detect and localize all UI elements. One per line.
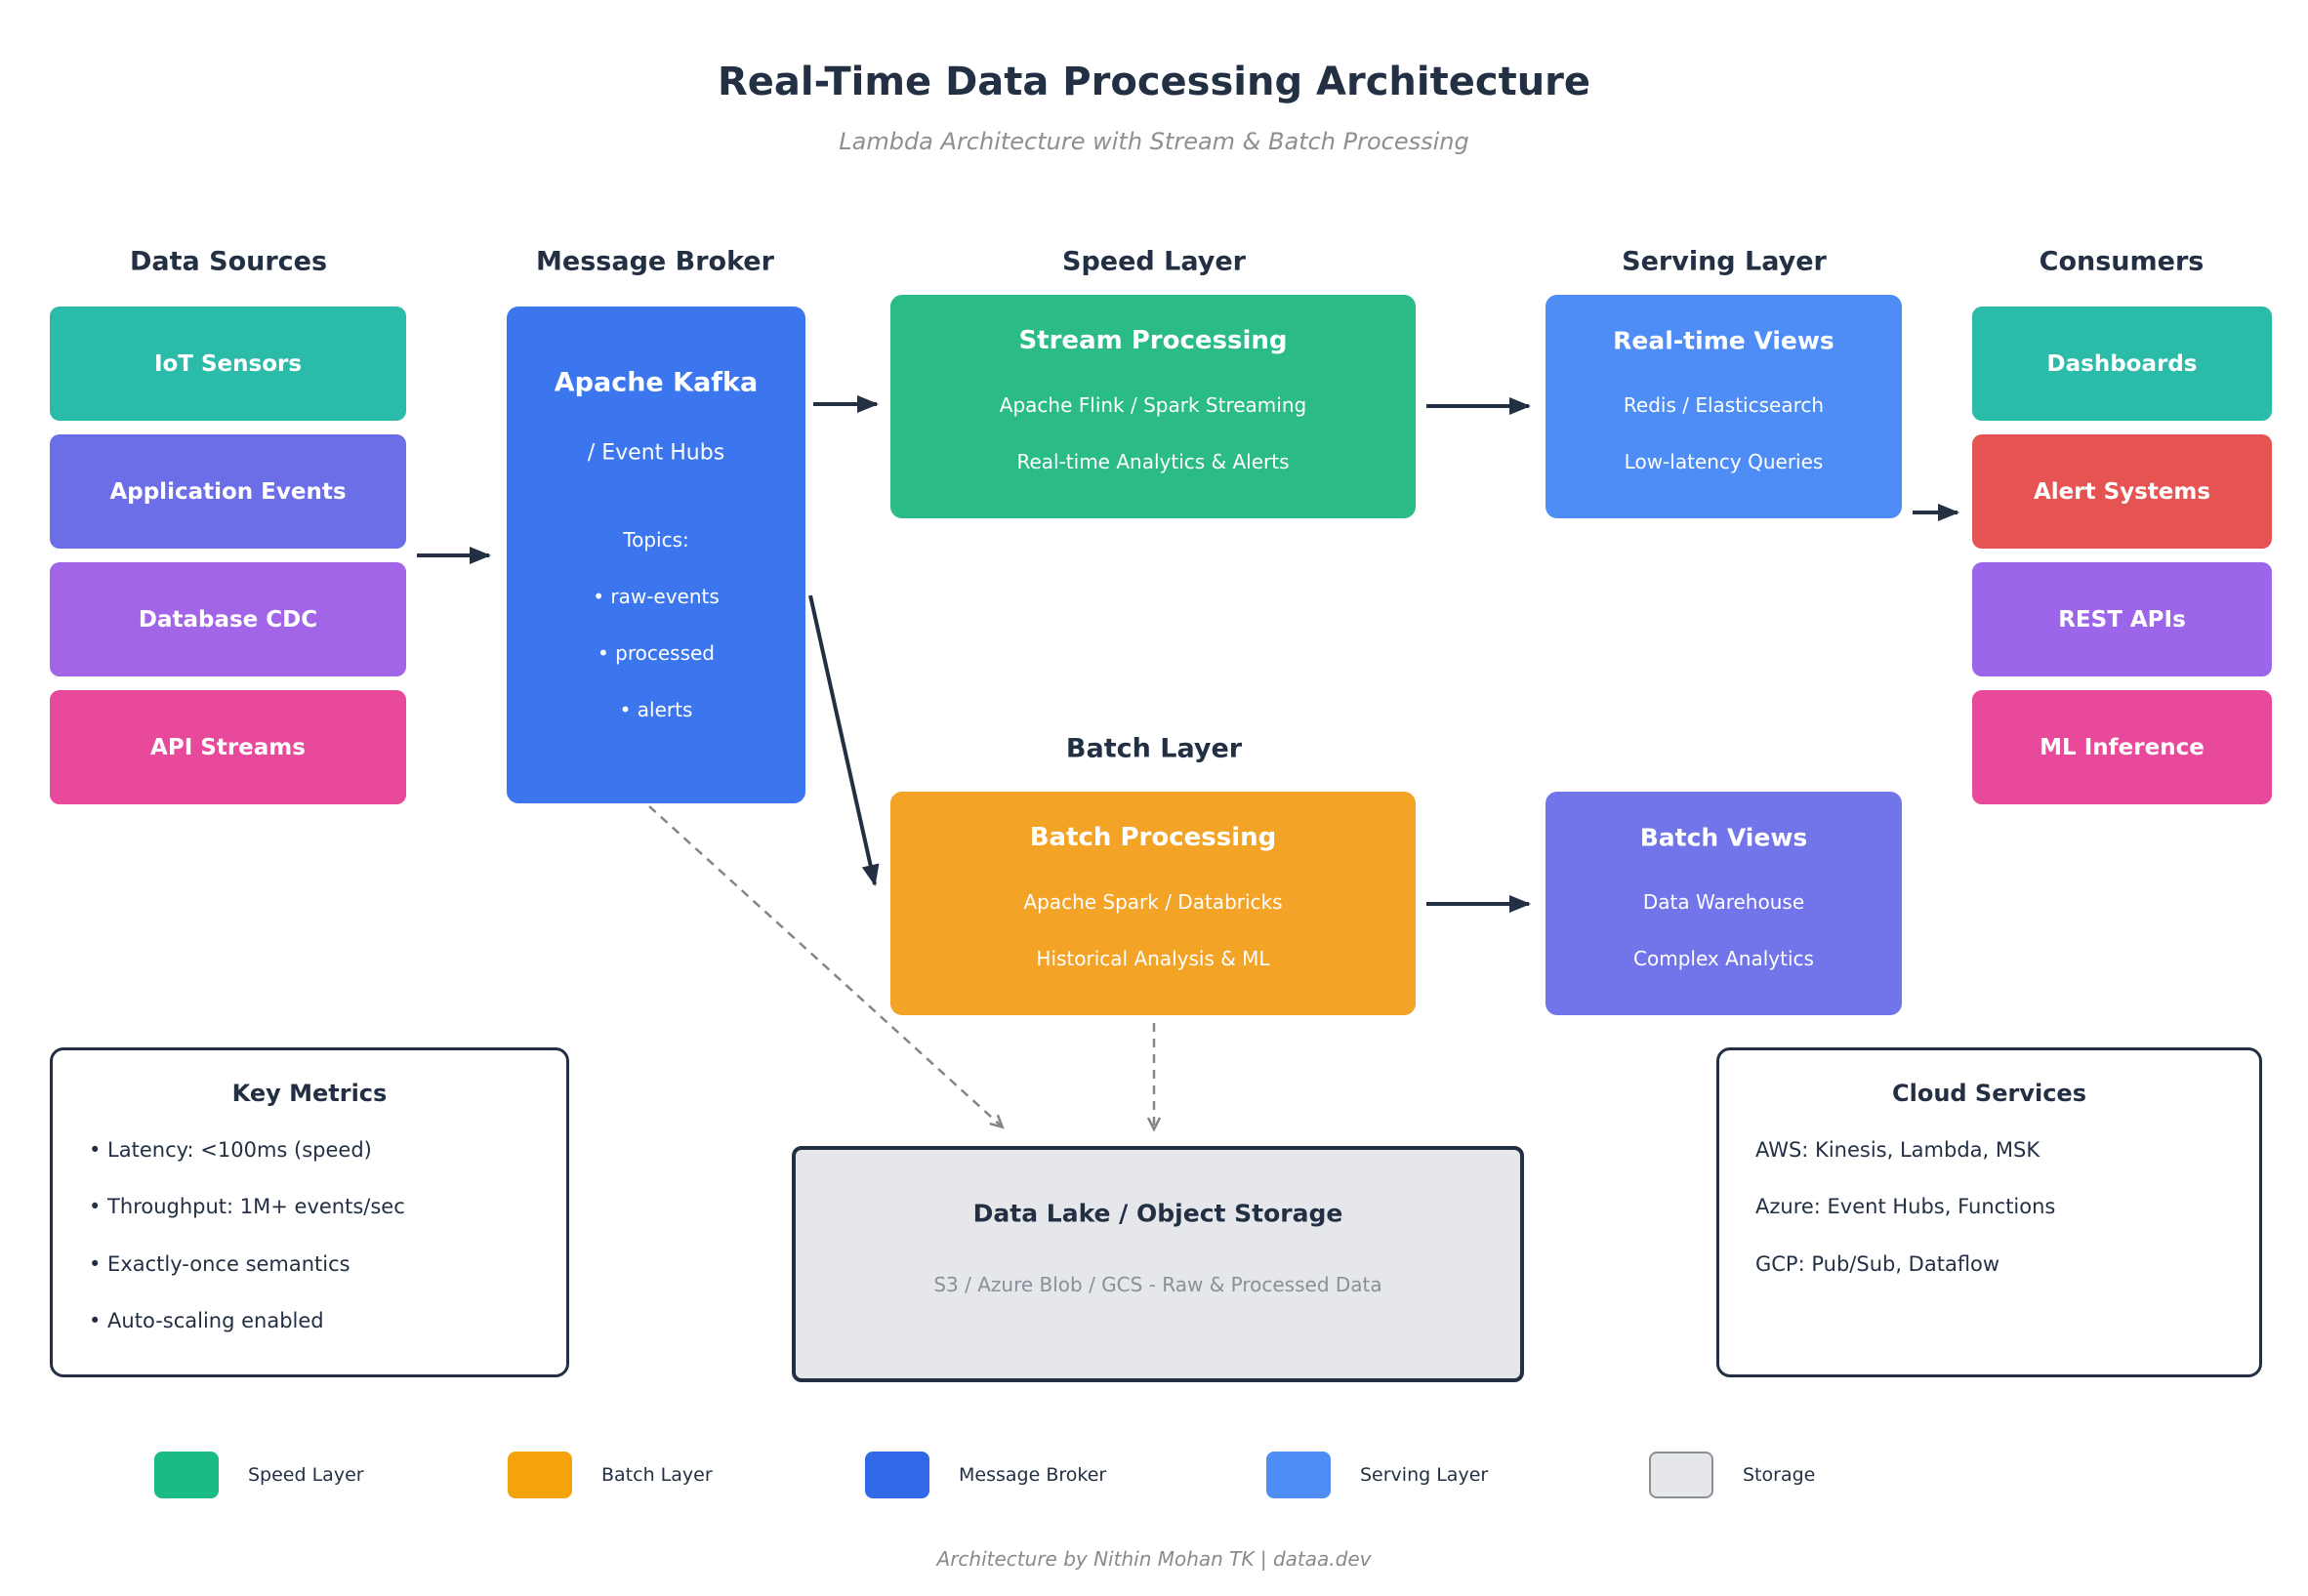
data-lake-subtitle: S3 / Azure Blob / GCS - Raw & Processed … (933, 1273, 1382, 1296)
key-metrics-item: • Auto-scaling enabled (89, 1309, 324, 1332)
node-stream-processing: Stream Processing Apache Flink / Spark S… (890, 295, 1416, 518)
node-batch-processing: Batch Processing Apache Spark / Databric… (890, 792, 1416, 1015)
cloud-services-title: Cloud Services (1891, 1080, 2086, 1107)
batch-processing-title: Batch Processing (1029, 823, 1277, 852)
key-metrics-item: • Latency: <100ms (speed) (89, 1138, 372, 1162)
legend-swatch-serving-layer (1266, 1452, 1331, 1498)
node-alert-systems: Alert Systems (1972, 434, 2272, 549)
realtime-views-title: Real-time Views (1613, 326, 1834, 355)
legend-swatch-batch-layer (508, 1452, 572, 1498)
legend-swatch-storage (1649, 1452, 1713, 1498)
node-data-lake: Data Lake / Object Storage S3 / Azure Bl… (792, 1146, 1524, 1382)
batch-views-line1: Data Warehouse (1642, 890, 1805, 914)
key-metrics-title: Key Metrics (231, 1080, 388, 1107)
node-label: Alert Systems (2033, 478, 2211, 505)
batch-views-title: Batch Views (1639, 823, 1808, 852)
legend-label-storage: Storage (1743, 1464, 1816, 1486)
cloud-services-item-azure: Azure: Event Hubs, Functions (1755, 1195, 2056, 1218)
node-application-events: Application Events (50, 434, 406, 549)
kafka-subtitle: / Event Hubs (587, 440, 725, 466)
cloud-services-panel: Cloud Services AWS: Kinesis, Lambda, MSK… (1716, 1047, 2262, 1377)
node-iot-sensors: IoT Sensors (50, 307, 406, 421)
node-database-cdc: Database CDC (50, 562, 406, 676)
node-label: Dashboards (2046, 350, 2198, 377)
node-batch-views: Batch Views Data Warehouse Complex Analy… (1546, 792, 1902, 1015)
stream-processing-line1: Apache Flink / Spark Streaming (999, 393, 1307, 417)
key-metrics-item: • Exactly-once semantics (89, 1252, 350, 1276)
node-api-streams: API Streams (50, 690, 406, 804)
stream-processing-title: Stream Processing (1018, 326, 1288, 355)
footer-credit: Architecture by Nithin Mohan TK | dataa.… (936, 1547, 1372, 1571)
legend-label-message-broker: Message Broker (959, 1464, 1107, 1486)
column-header-batch-layer: Batch Layer (1065, 733, 1243, 764)
cloud-services-item-gcp: GCP: Pub/Sub, Dataflow (1755, 1252, 2000, 1276)
node-label: REST APIs (2058, 606, 2186, 633)
node-ml-inference: ML Inference (1972, 690, 2272, 804)
page-title: Real-Time Data Processing Architecture (717, 60, 1591, 104)
node-realtime-views: Real-time Views Redis / Elasticsearch Lo… (1546, 295, 1902, 518)
batch-processing-line2: Historical Analysis & ML (1036, 947, 1270, 970)
batch-views-line2: Complex Analytics (1633, 947, 1814, 970)
page-subtitle: Lambda Architecture with Stream & Batch … (839, 128, 1469, 155)
column-header-message-broker: Message Broker (536, 246, 774, 277)
column-header-consumers: Consumers (2039, 246, 2205, 277)
cloud-services-item-aws: AWS: Kinesis, Lambda, MSK (1755, 1138, 2040, 1162)
node-label: Application Events (109, 478, 347, 505)
column-header-data-sources: Data Sources (129, 246, 328, 277)
column-header-serving-layer: Serving Layer (1622, 246, 1827, 277)
stream-processing-line2: Real-time Analytics & Alerts (1016, 450, 1290, 473)
batch-processing-line1: Apache Spark / Databricks (1023, 890, 1283, 914)
legend-label-serving-layer: Serving Layer (1360, 1464, 1489, 1486)
realtime-views-line1: Redis / Elasticsearch (1623, 393, 1825, 417)
node-apache-kafka: Apache Kafka / Event Hubs Topics: • raw-… (507, 307, 805, 803)
kafka-title: Apache Kafka (554, 367, 759, 398)
legend-swatch-speed-layer (154, 1452, 219, 1498)
data-lake-title: Data Lake / Object Storage (972, 1199, 1343, 1228)
node-rest-apis: REST APIs (1972, 562, 2272, 676)
legend-label-speed-layer: Speed Layer (248, 1464, 364, 1486)
column-header-speed-layer: Speed Layer (1062, 246, 1246, 277)
node-label: API Streams (150, 734, 306, 760)
node-label: IoT Sensors (153, 350, 303, 377)
node-dashboards: Dashboards (1972, 307, 2272, 421)
kafka-topics-label: Topics: (623, 528, 689, 552)
node-label: ML Inference (2040, 734, 2205, 760)
legend-swatch-message-broker (865, 1452, 929, 1498)
legend-label-batch-layer: Batch Layer (601, 1464, 713, 1486)
kafka-topic-raw-events: • raw-events (593, 585, 720, 608)
arrow-broker-to-batch (808, 594, 880, 886)
node-label: Database CDC (138, 606, 318, 633)
key-metrics-item: • Throughput: 1M+ events/sec (89, 1195, 405, 1218)
realtime-views-line2: Low-latency Queries (1624, 450, 1824, 473)
kafka-topic-processed: • processed (597, 641, 715, 665)
kafka-topic-alerts: • alerts (619, 698, 693, 721)
key-metrics-panel: Key Metrics • Latency: <100ms (speed) • … (50, 1047, 569, 1377)
